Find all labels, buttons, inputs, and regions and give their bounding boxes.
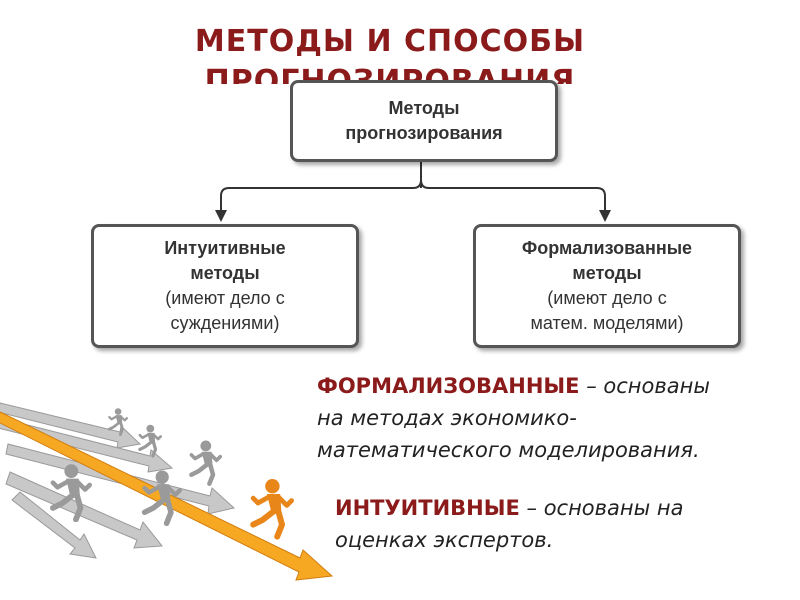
box-left-line1: Интуитивные	[164, 238, 286, 258]
formal-line1-rest: основаны	[603, 374, 710, 398]
box-top-line2: прогнозирования	[345, 123, 503, 143]
intuitive-line1-rest: основаны на	[543, 496, 684, 520]
title-line-2: ПРОГНОЗИРОВАНИЯ	[204, 64, 576, 84]
formal-dash: –	[579, 374, 604, 398]
box-left-line2: методы	[190, 263, 260, 283]
box-right-line4: матем. моделями)	[530, 313, 684, 333]
arrowhead-right	[599, 210, 611, 222]
arrow-4	[5, 471, 163, 549]
box-right-line3: (имеют дело с	[547, 288, 667, 308]
connector-branch	[220, 179, 606, 212]
box-right-line2: методы	[572, 263, 642, 283]
box-left-line3: (имеют дело с	[165, 288, 285, 308]
runner-3	[191, 441, 220, 484]
intuitive-line-1: ИНТУИТИВНЫЕ – основаны на	[335, 492, 684, 524]
title-line-1: МЕТОДЫ И СПОСОБЫ	[194, 24, 586, 59]
intuitive-methods-box: Интуитивные методы (имеют дело с суждени…	[91, 224, 359, 348]
box-right-line1: Формализованные	[521, 238, 693, 258]
box-left-line4: суждениями)	[170, 313, 280, 333]
formal-line-1: ФОРМАЛИЗОВАННЫЕ – основаны	[317, 370, 710, 402]
runners-on-arrows-illustration	[0, 402, 334, 581]
intuitive-dash: –	[519, 496, 544, 520]
intuitive-definition: ИНТУИТИВНЫЕ – основаны на оценках экспер…	[335, 492, 684, 556]
intuitive-term: ИНТУИТИВНЫЕ	[335, 496, 520, 520]
arrowhead-left	[215, 210, 227, 222]
box-top-line1: Методы	[388, 98, 460, 118]
intuitive-line-2: оценках экспертов.	[335, 528, 554, 552]
formal-line-2: на методах экономико-	[317, 406, 577, 430]
formalized-methods-box: Формализованные методы (имеют дело с мат…	[473, 224, 741, 348]
formal-definition: ФОРМАЛИЗОВАННЫЕ – основаны на методах эк…	[317, 370, 710, 466]
arrow-1	[0, 402, 142, 449]
arrow-5	[11, 491, 97, 559]
forecasting-methods-box: Методы прогнозирования	[290, 80, 558, 162]
runner-leader	[253, 480, 291, 537]
slide-title: МЕТОДЫ И СПОСОБЫ ПРОГНОЗИРОВАНИЯ	[120, 22, 660, 84]
formal-term: ФОРМАЛИЗОВАННЫЕ	[317, 374, 580, 398]
formal-line-3: математического моделирования.	[317, 438, 700, 462]
